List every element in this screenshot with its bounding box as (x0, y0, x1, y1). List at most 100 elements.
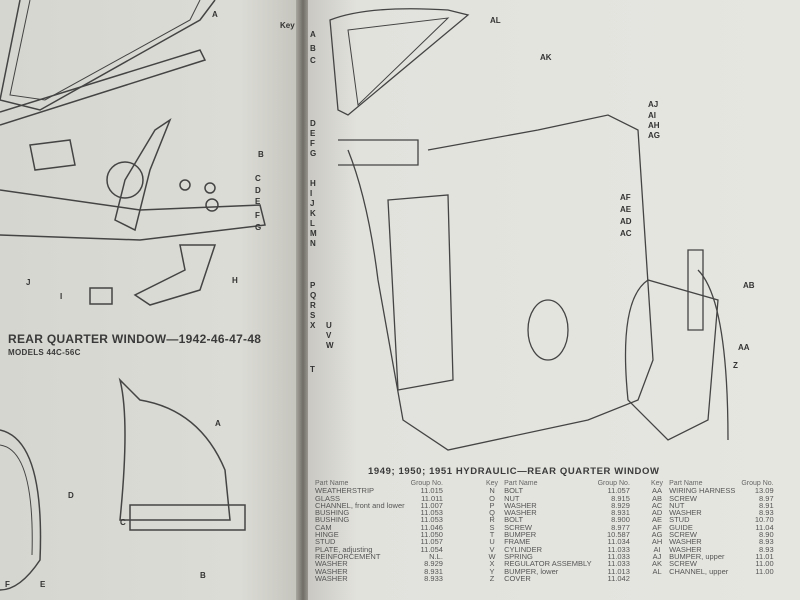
table-row: T BUMPER 10.587 (483, 530, 633, 540)
cell-part: SCREW (669, 559, 697, 569)
cell-part: HINGE (315, 530, 339, 540)
callout-label: C (255, 174, 261, 183)
cell-part: CAM (315, 522, 332, 532)
callout-label: B (310, 44, 316, 53)
cell-key: N (489, 486, 495, 496)
cell-group: 10.587 (606, 530, 630, 540)
cell-group: 8.915 (611, 493, 630, 503)
cell-key: W (488, 551, 496, 561)
cell-key: Y (489, 566, 495, 576)
cell-key: AJ (652, 551, 662, 561)
regulator-arm (114, 118, 172, 232)
cell-part: COVER (504, 573, 531, 583)
cell-part: WASHER (669, 544, 702, 554)
callout-label: I (60, 292, 62, 301)
cell-part: SCREW (669, 493, 697, 503)
callout-label: M (310, 229, 317, 238)
header-key: Key (486, 480, 499, 487)
callout-label: AF (620, 193, 631, 202)
guide (687, 249, 704, 331)
cell-key: T (489, 530, 495, 540)
callout-label: J (310, 199, 314, 208)
callout-label: V (326, 331, 332, 340)
cell-part: CYLINDER (504, 544, 542, 554)
callout-label: AG (648, 131, 660, 140)
header-part-name: Part Name (669, 480, 703, 487)
callout-label: F (310, 139, 315, 148)
callout-label: D (68, 491, 74, 500)
callout-label: AB (743, 281, 755, 290)
cell-group: 8.931 (424, 566, 443, 576)
cylinder (527, 299, 569, 361)
cell-part: BUMPER (504, 530, 537, 540)
header-part-name: Part Name (315, 480, 349, 487)
cell-group: 8.91 (759, 500, 774, 510)
cell-group: 11.033 (607, 559, 630, 569)
left-page: A B C D E F G H I J Key A B C D E F REAR… (0, 0, 300, 600)
cell-key: U (489, 537, 495, 547)
cell-key: AH (651, 537, 663, 547)
callout-label: E (255, 197, 261, 206)
cell-part: WASHER (669, 508, 702, 518)
cell-key: AC (651, 500, 663, 510)
cell-part: STUD (315, 537, 336, 547)
callout-label: AK (540, 53, 552, 62)
callout-label: J (26, 278, 30, 287)
cell-part: SCREW (504, 522, 532, 532)
callout-label: H (232, 276, 238, 285)
weatherstrip (0, 429, 42, 591)
sill-plate (0, 189, 266, 241)
cell-part: WASHER (315, 573, 348, 583)
callout-label: G (255, 223, 261, 232)
cell-group: 11.01 (755, 551, 774, 561)
cell-key: AB (652, 493, 663, 503)
cell-key: R (489, 515, 495, 525)
header-key: Key (651, 480, 664, 487)
cell-key: AK (652, 559, 663, 569)
callout-label: AE (620, 205, 632, 214)
callout-label: AD (620, 217, 632, 226)
cell-group: 10.70 (754, 515, 774, 525)
cell-group: 8.929 (424, 559, 443, 569)
cell-group: 8.977 (611, 522, 630, 532)
cell-group: 11.015 (420, 486, 443, 496)
cell-part: BUMPER, lower (504, 566, 559, 576)
cell-part: FRAME (504, 537, 531, 547)
cell-group: 8.93 (759, 544, 774, 554)
upper-channel (329, 8, 470, 116)
cell-part: WASHER (504, 500, 537, 510)
header-group-no: Group No. (597, 480, 630, 487)
cell-group: 8.93 (759, 537, 774, 547)
cell-group: 11.050 (420, 530, 443, 540)
callout-label: AC (620, 229, 632, 238)
cell-group: 8.929 (611, 500, 630, 510)
cell-group: 8.97 (759, 493, 774, 503)
callout-label: AL (490, 16, 501, 25)
cell-part: REGULATOR ASSEMBLY (504, 559, 592, 569)
cell-group: 11.007 (420, 500, 443, 510)
callout-label: A (310, 30, 316, 39)
top-left-diagram: A B C D E F G H I J Key A B C D E F (0, 0, 295, 591)
callout-label: B (200, 571, 206, 580)
cell-group: N.L. (429, 551, 443, 561)
cell-part: BOLT (504, 515, 524, 525)
callout-label: AJ (648, 100, 658, 109)
book-spine (296, 0, 310, 600)
cell-group: 11.011 (421, 493, 443, 503)
callout-label: Z (733, 361, 738, 370)
cell-part: WASHER (315, 559, 348, 569)
